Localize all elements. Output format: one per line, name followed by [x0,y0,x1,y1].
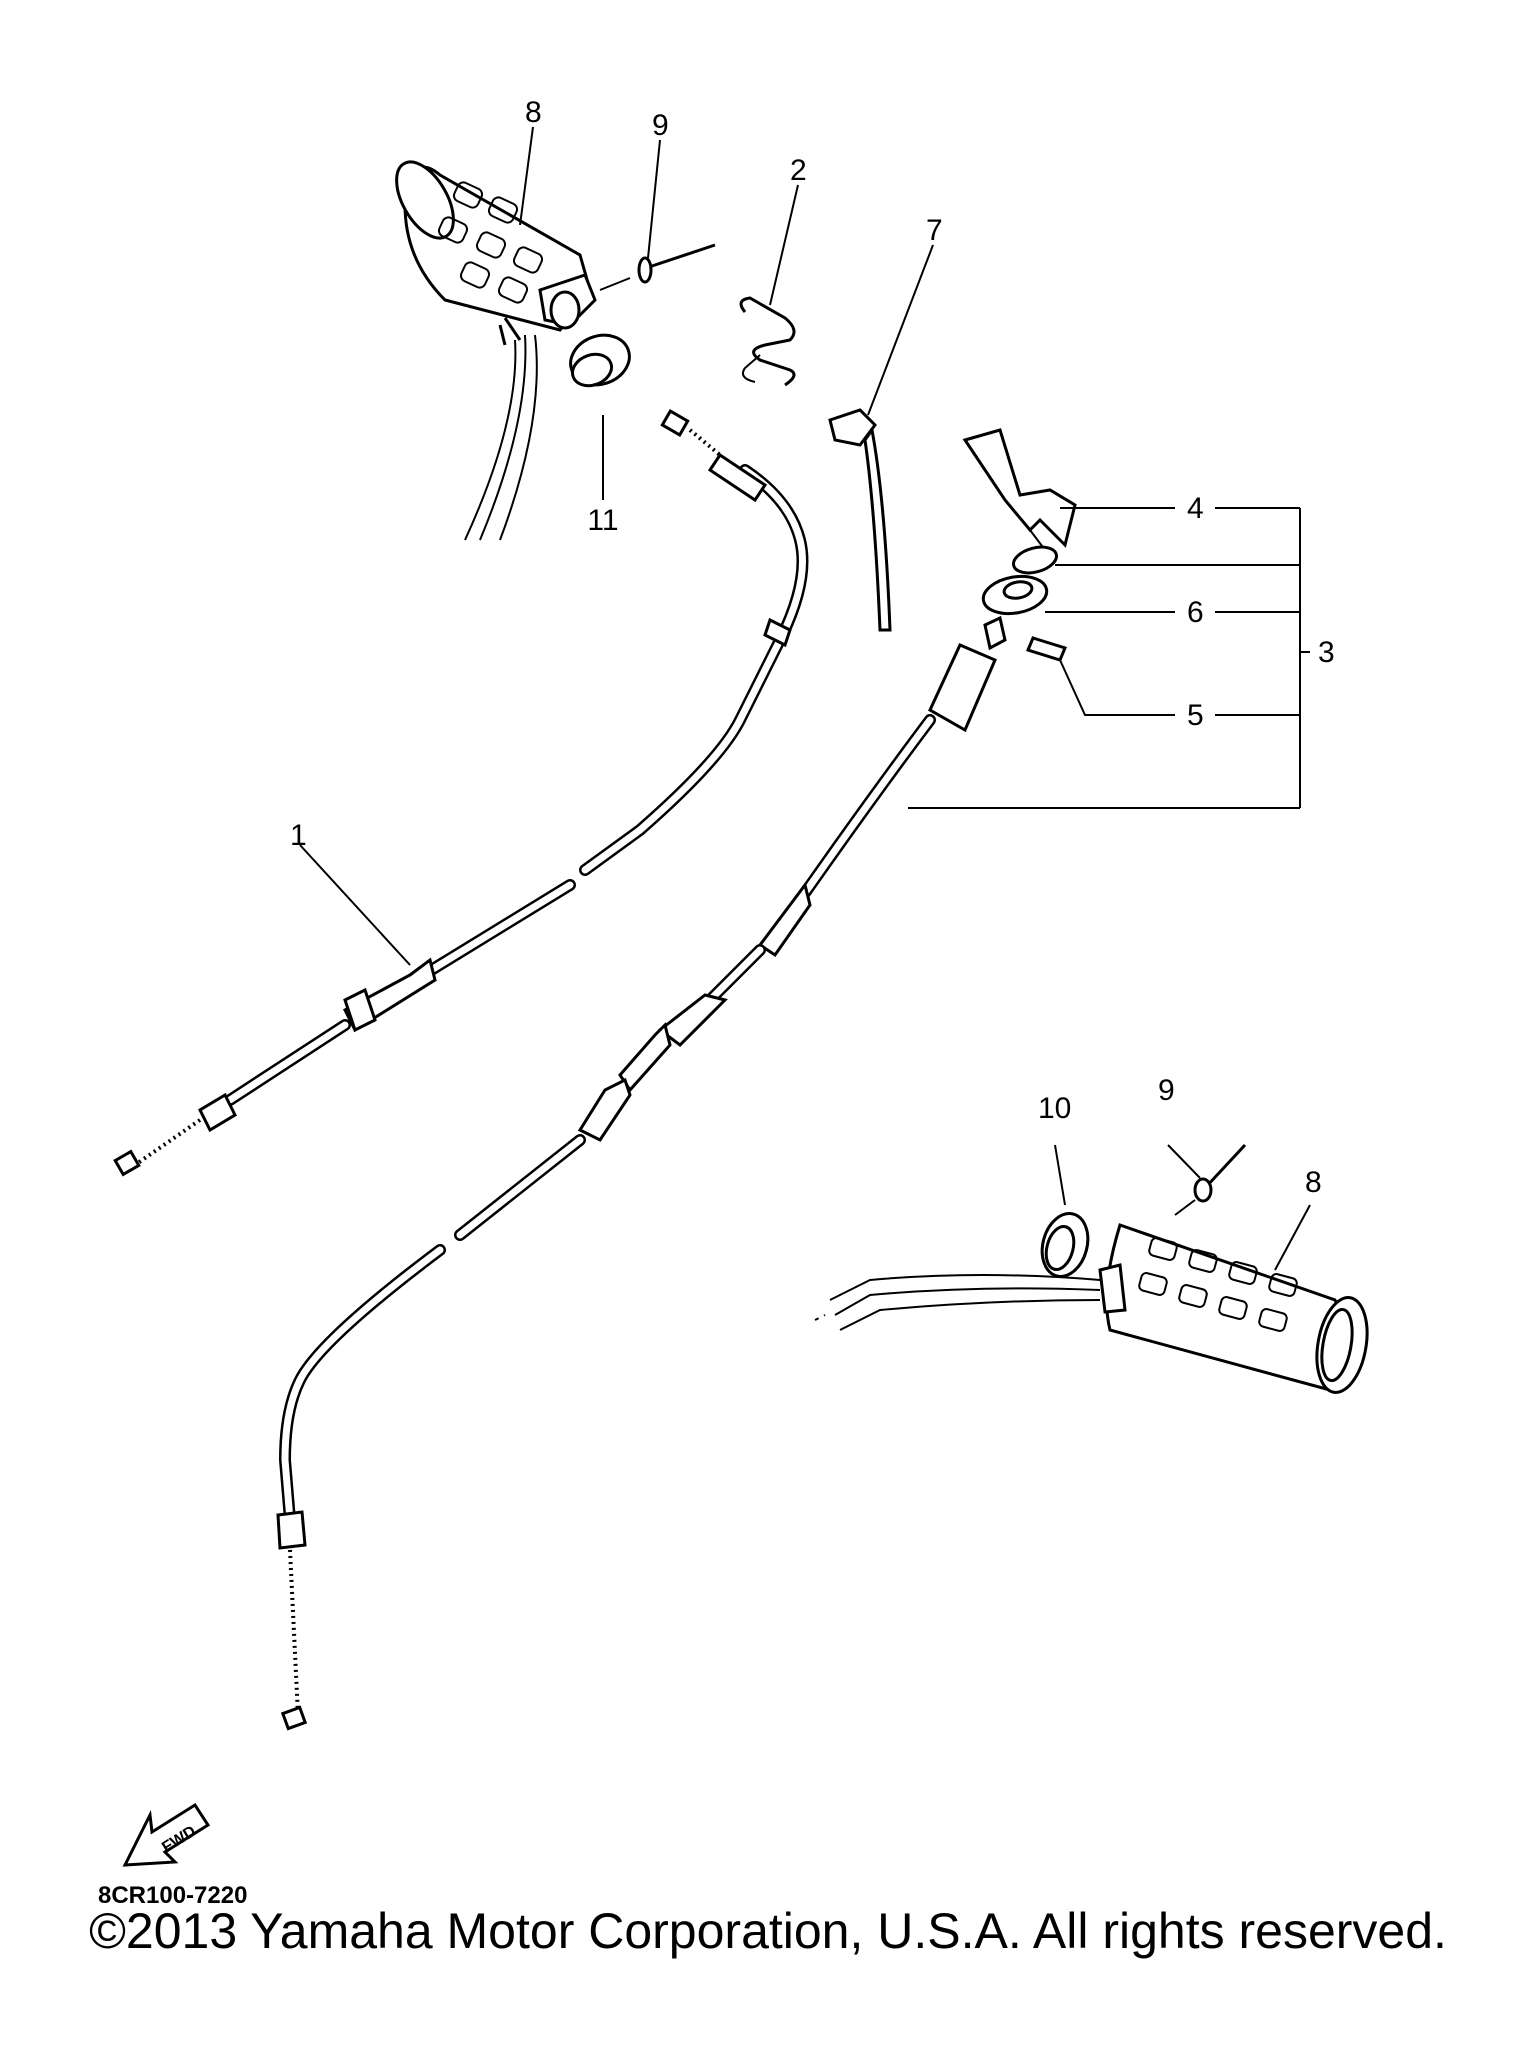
screw-9-upper [599,243,716,291]
copyright-notice: ©2013 Yamaha Motor Corporation, U.S.A. A… [89,1903,1447,1959]
fwd-arrow-icon: FWD [122,1802,211,1867]
callout-5: 5 [1187,699,1204,732]
bracket-4 [962,428,1077,551]
callout-8-upper: 8 [525,96,542,129]
screw-9-lower [1174,1143,1247,1216]
callout-4: 4 [1187,492,1204,525]
cable-3 [276,615,1007,1731]
ring-10 [1040,1212,1090,1278]
grip-upper-left [395,160,597,541]
callout-9-lower: 9 [1158,1074,1175,1107]
callout-1: 1 [290,819,307,852]
cable-1 [113,409,809,1177]
cable-tie-7 [828,408,892,632]
washer-5 [1012,545,1058,575]
callout-7: 7 [926,214,943,247]
callout-2: 2 [790,154,807,187]
grip-lower-right [814,1223,1369,1394]
figure-code: 8CR100-7220 [98,1882,247,1909]
pin-5 [1025,636,1068,662]
callout-8-lower: 8 [1305,1166,1322,1199]
callout-6: 6 [1187,596,1204,629]
callout-11: 11 [587,504,618,537]
callout-10: 10 [1038,1092,1071,1125]
collar-11 [569,333,631,388]
clip-2 [739,296,796,387]
callout-9-upper: 9 [652,109,669,142]
callout-3: 3 [1318,636,1335,669]
leader-lines [299,126,1311,1271]
nut-6 [981,574,1049,616]
